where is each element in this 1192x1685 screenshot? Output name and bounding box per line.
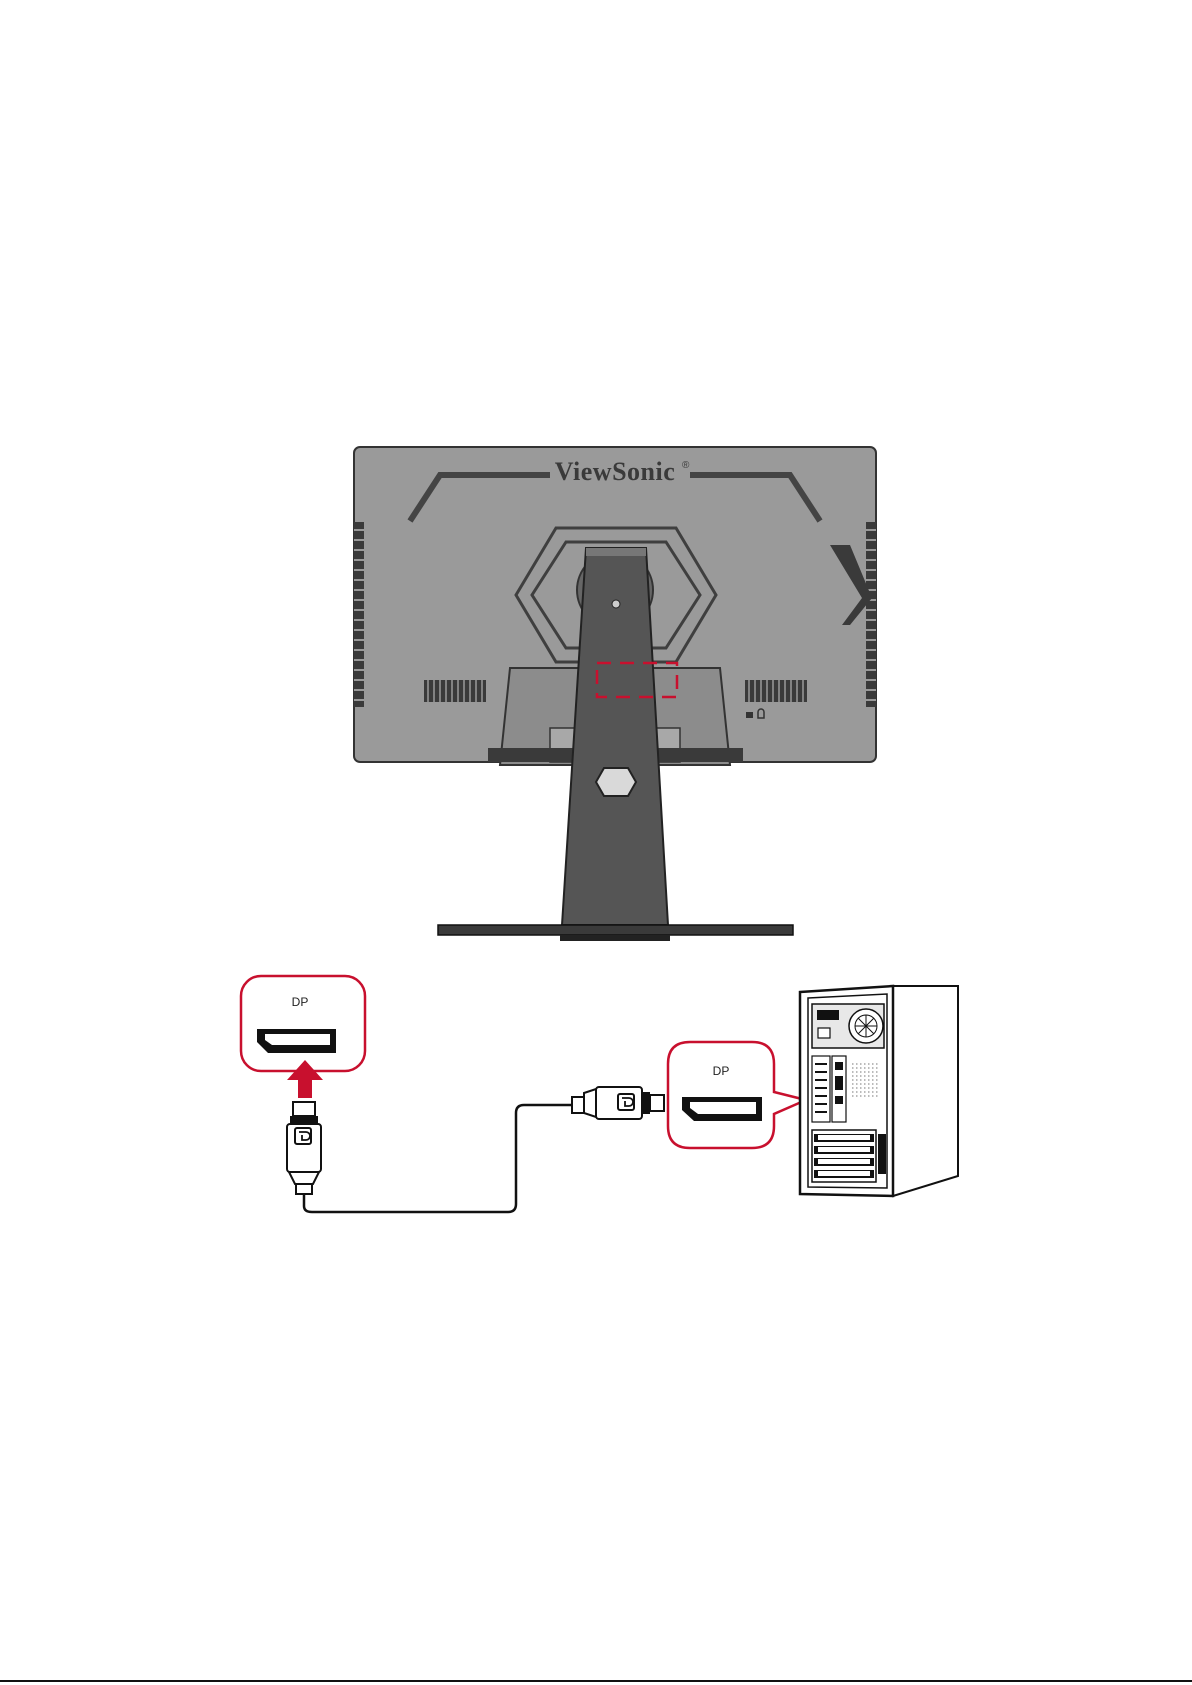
dp-port-icon	[682, 1097, 762, 1121]
displayport-logo-icon	[295, 1128, 311, 1144]
side-vent-right	[866, 522, 876, 707]
displayport-plug-vertical	[287, 1102, 321, 1194]
pc-tower	[800, 986, 958, 1196]
monitor-port-label: DP	[292, 995, 309, 1009]
displayport-logo-icon	[618, 1094, 634, 1110]
viewsonic-logo: ViewSonic ®	[555, 457, 690, 486]
displayport-plug-horizontal	[572, 1087, 664, 1119]
svg-text:®: ®	[682, 460, 690, 471]
bottom-vent-left	[424, 680, 486, 702]
pc-port-label: DP	[713, 1064, 730, 1078]
bottom-vent-right	[745, 680, 807, 702]
svg-text:ViewSonic: ViewSonic	[555, 457, 676, 486]
expansion-slots	[812, 1130, 876, 1182]
psu-fan-icon	[849, 1009, 883, 1043]
dp-port-icon	[257, 1029, 336, 1053]
monitor-dp-port-callout: DP	[241, 976, 365, 1071]
displayport-cable	[304, 1105, 572, 1212]
footer-rule	[0, 1680, 1192, 1682]
pc-dp-port-callout: DP	[668, 1042, 806, 1148]
side-vent-left	[354, 522, 364, 707]
case-vent	[850, 1060, 882, 1102]
